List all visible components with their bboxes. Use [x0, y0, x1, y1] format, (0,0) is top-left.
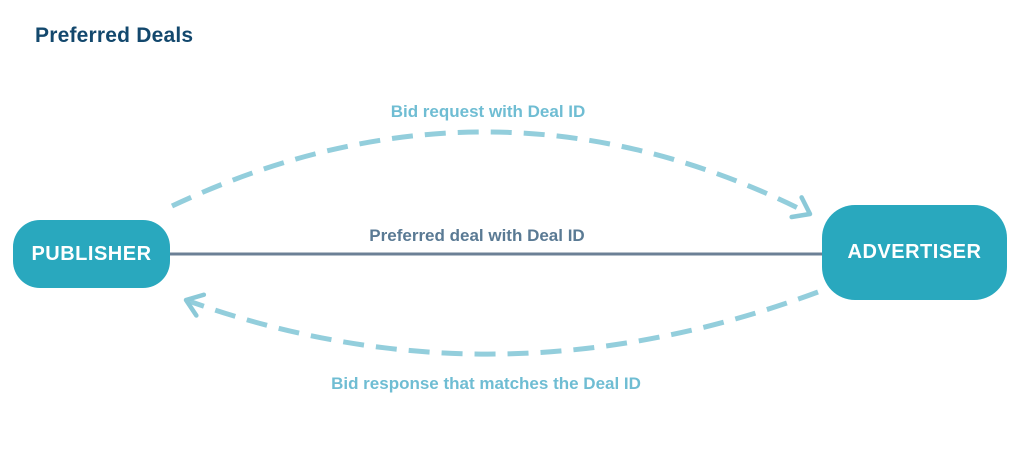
node-advertiser: ADVERTISER — [822, 205, 1007, 300]
bid-request-arrow — [170, 129, 813, 220]
node-publisher: PUBLISHER — [13, 220, 170, 288]
bid-response-arrow — [183, 289, 819, 357]
preferred-deal-label: Preferred deal with Deal ID — [369, 226, 585, 245]
node-publisher-label: PUBLISHER — [31, 242, 152, 265]
diagram-title: Preferred Deals — [35, 24, 194, 47]
node-advertiser-label: ADVERTISER — [847, 241, 982, 263]
bid-response-label: Bid response that matches the Deal ID — [331, 374, 641, 393]
bid-request-label: Bid request with Deal ID — [390, 102, 586, 121]
